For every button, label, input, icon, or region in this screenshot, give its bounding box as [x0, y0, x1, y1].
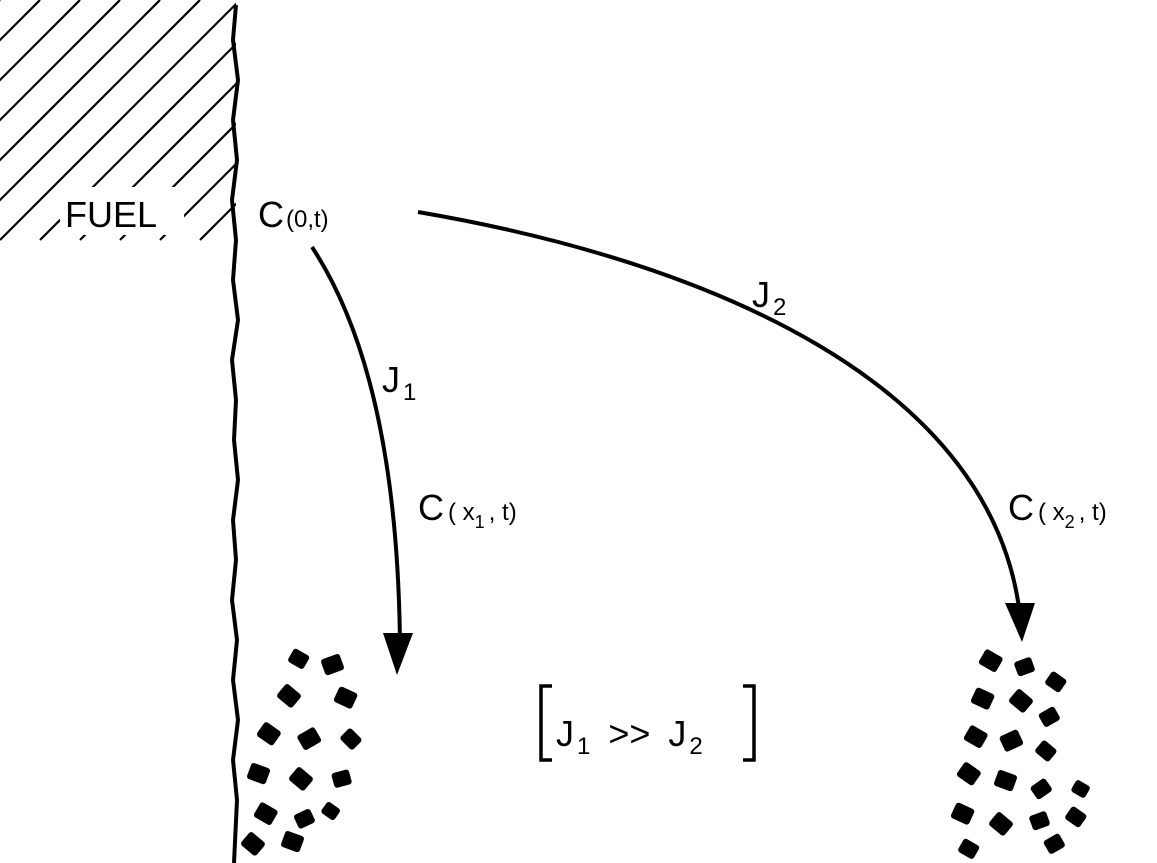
particle — [321, 802, 340, 820]
hatch-line — [880, 0, 1120, 240]
hatch-line — [680, 0, 920, 240]
particle-cluster-near — [241, 648, 362, 856]
hatch-line — [440, 0, 680, 240]
particle — [241, 832, 265, 856]
particle — [1009, 689, 1033, 713]
particle-cluster-far — [950, 649, 1090, 859]
particle — [1043, 833, 1065, 854]
particle — [999, 729, 1024, 752]
hatch-line — [800, 0, 1040, 240]
particle — [256, 722, 281, 746]
relation-right-bracket — [743, 684, 756, 762]
hatch-line — [360, 0, 600, 240]
hatch-line — [0, 0, 81, 82]
fuel-label: FUEL — [65, 194, 157, 235]
particle — [1014, 657, 1035, 677]
source-concentration-label: C(0,t) — [258, 194, 329, 235]
particle — [970, 687, 995, 710]
hatch-line — [199, 202, 236, 241]
particle — [1065, 806, 1087, 828]
particle — [333, 686, 358, 709]
hatch-line — [600, 0, 840, 240]
particle — [289, 767, 313, 791]
hatch-line — [560, 0, 800, 240]
hatch-line — [920, 0, 1157, 240]
flux-1-arrow — [310, 245, 402, 646]
particle — [1035, 740, 1057, 762]
hatch-line — [840, 0, 1080, 240]
particle — [1030, 778, 1052, 800]
hatch-line — [480, 0, 720, 240]
hatch-line — [0, 0, 201, 202]
concentration-2-label: C( x2, t) — [1008, 487, 1107, 532]
particle — [956, 762, 981, 786]
particle — [331, 769, 352, 788]
hatch-line — [720, 0, 960, 240]
particle — [950, 802, 975, 825]
particle — [958, 838, 980, 859]
hatch-line — [0, 0, 161, 162]
hatch-line — [760, 0, 1000, 240]
particle — [963, 725, 988, 748]
hatch-line — [520, 0, 760, 240]
particle — [277, 684, 301, 708]
particle — [1038, 706, 1060, 727]
hatch-line — [320, 0, 560, 240]
fuel-boundary — [229, 4, 241, 863]
particle — [321, 654, 344, 676]
particle — [340, 728, 362, 750]
particle — [281, 831, 304, 853]
hatch-line — [400, 0, 640, 240]
particle — [994, 770, 1017, 792]
particle — [1045, 671, 1067, 693]
particle — [1071, 780, 1090, 798]
flux-2-arrowhead — [1005, 603, 1035, 642]
flux-1-arrowhead — [383, 633, 413, 675]
particle — [253, 802, 278, 825]
fuel-label-background — [60, 187, 184, 235]
relation-left-bracket — [539, 684, 552, 762]
hatch-line — [0, 2, 236, 241]
hatch-line — [280, 0, 520, 240]
particle — [247, 763, 270, 785]
flux-2-arrow — [417, 210, 1023, 626]
hatch-line — [640, 0, 880, 240]
particle — [288, 648, 310, 669]
particle — [1029, 811, 1050, 831]
particle — [989, 812, 1013, 836]
concentration-1-label: C( x1, t) — [418, 487, 517, 532]
particle — [294, 809, 315, 829]
hatch-line — [0, 0, 41, 42]
particle — [297, 727, 322, 750]
hatch-line — [159, 162, 236, 241]
hatch-line — [0, 0, 121, 122]
particle — [978, 649, 1003, 672]
